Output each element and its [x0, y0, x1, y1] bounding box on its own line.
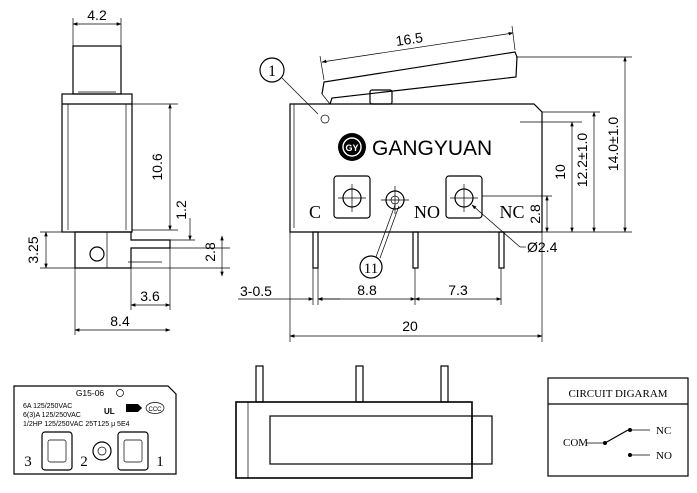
- front-view: 1 GY GANGYUAN C NO NC 11: [238, 25, 632, 342]
- terminal-nc-pad: [445, 175, 483, 219]
- dim-2-8-side: 2.8: [202, 242, 218, 262]
- pin-label-3: 3: [24, 454, 32, 470]
- bottom-body-tab: [471, 415, 493, 465]
- cert-ce-icon: [126, 404, 142, 412]
- side-base-hole: [89, 246, 105, 262]
- gangyuan-logo-icon: [338, 133, 366, 161]
- label-body-outline: [13, 385, 177, 475]
- bottom-body-outline: [235, 401, 473, 479]
- brand-name: GANGYUAN: [372, 137, 492, 160]
- circuit-nc-label: NC: [656, 425, 671, 437]
- label-pad-1: [117, 431, 149, 471]
- side-view: 4.2 10.6 1.2 2.8 3.25 3.6 8.4: [25, 7, 230, 335]
- bottom-view: [235, 365, 493, 479]
- dim-12-2: 12.2±1.0: [574, 133, 590, 188]
- dim-4-2: 4.2: [87, 7, 107, 23]
- dim-2-8-front: 2.8: [527, 204, 543, 224]
- circuit-com-label: COM: [563, 437, 588, 449]
- rating-line-3: 1/2HP 125/250VAC 25T125 μ 5E4: [23, 421, 130, 428]
- pin-label-2: 2: [80, 454, 88, 470]
- dim-14-0: 14.0±1.0: [605, 117, 621, 172]
- label-view: G15-06 6A 125/250VAC 6(3)A 125/250VAC 1/…: [13, 385, 177, 475]
- no-contact: [628, 453, 632, 457]
- bottom-pin-left: [255, 365, 264, 403]
- lever-outline: [321, 51, 518, 105]
- cert-ul-icon: UL: [104, 407, 115, 416]
- label-pad-2: [92, 441, 112, 461]
- rating-line-1: 6A 125/250VAC: [23, 403, 72, 410]
- logo-text: GY: [345, 143, 358, 153]
- model-number: G15-06: [76, 388, 105, 398]
- circuit-title: CIRCUIT DIGARAM: [568, 388, 667, 400]
- pin-label-1: 1: [156, 454, 164, 470]
- switch-arm: [604, 429, 629, 444]
- side-body-outline: [61, 93, 133, 233]
- rating-line-2: 6(3)A 125/250VAC: [23, 412, 81, 419]
- dim-10: 10: [552, 164, 568, 180]
- callout-1-label: 1: [268, 63, 276, 80]
- plunger-outline: [72, 45, 122, 95]
- pin-c: [312, 231, 319, 269]
- side-base-outline: [74, 231, 171, 269]
- bottom-pin-mid: [355, 365, 364, 403]
- dim-8-4: 8.4: [110, 313, 130, 329]
- dim-7-3: 7.3: [448, 282, 468, 298]
- circuit-diagram: CIRCUIT DIGARAM COM NC NO: [547, 377, 689, 477]
- cert-ccc-text: CCC: [149, 407, 163, 413]
- dim-pin-width: 3-0.5: [240, 283, 272, 299]
- terminal-nc-label: NC: [499, 202, 524, 222]
- dim-8-8: 8.8: [357, 282, 377, 298]
- callout-11-circle: [359, 255, 383, 279]
- callout-1-circle: [259, 57, 285, 83]
- dim-10-6: 10.6: [149, 153, 165, 180]
- ul-mark-label-icon: [116, 389, 124, 397]
- pin-no: [412, 231, 419, 269]
- terminal-c-pad: [333, 175, 371, 219]
- nc-contact: [628, 428, 632, 432]
- front-body-outline: [289, 103, 543, 233]
- dim-3-25: 3.25: [25, 236, 41, 263]
- ul-mark-icon: [320, 114, 330, 124]
- terminal-c-label: C: [309, 202, 321, 222]
- label-pad-3: [41, 431, 73, 471]
- callout-11-label: 11: [364, 261, 378, 277]
- dim-20: 20: [402, 318, 418, 334]
- circuit-box: [547, 377, 689, 477]
- circuit-no-label: NO: [656, 450, 672, 462]
- dim-3-6: 3.6: [140, 288, 160, 304]
- dim-16-5: 16.5: [395, 29, 425, 49]
- pin-nc: [498, 231, 505, 269]
- terminal-no-label: NO: [414, 202, 440, 222]
- dim-1-2: 1.2: [173, 200, 189, 220]
- cert-ccc-icon: [145, 402, 165, 414]
- bottom-pin-right: [440, 365, 449, 403]
